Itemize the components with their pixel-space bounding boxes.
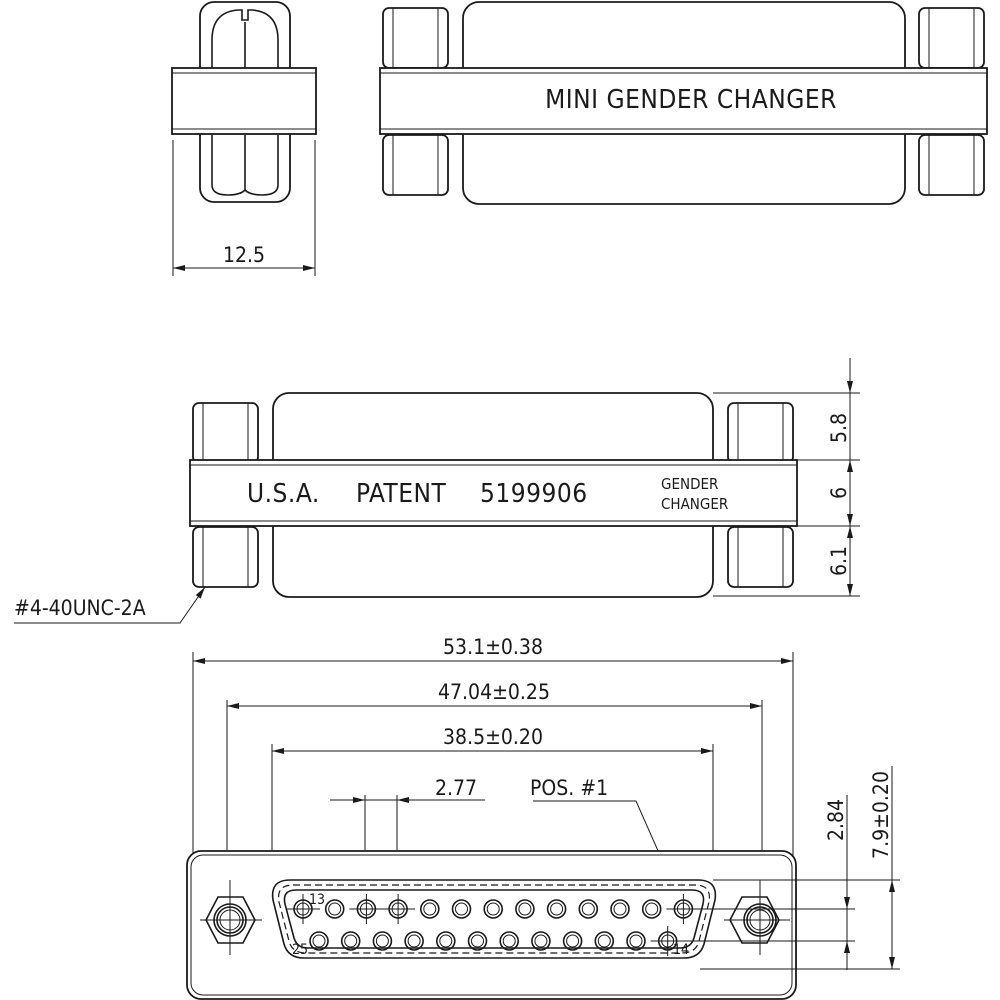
side-band (171, 67, 317, 135)
face-view: 53.1±0.38 47.04±0.25 38.5±0.20 2.77 POS.… (186, 635, 900, 1000)
dim-row-spacing: 2.84 (824, 799, 848, 841)
thread-callout: #4-40UNC-2A (14, 596, 146, 620)
pin-contact (435, 931, 456, 951)
label-usa: U.S.A. (247, 479, 320, 509)
pin-contact (451, 899, 472, 919)
pin-contact (324, 899, 345, 919)
pin-contact (562, 931, 583, 951)
side-width-dimension: 12.5 (223, 243, 265, 267)
dim-height-top: 5.8 (827, 413, 851, 443)
pin-contact (286, 894, 320, 924)
pin-array (286, 894, 701, 956)
pin-contact (349, 894, 384, 924)
pin-contact (594, 931, 615, 951)
label-patent-number: 5199906 (480, 479, 588, 509)
pin-contact (372, 931, 393, 951)
d-sub-shell (271, 879, 717, 959)
pin-contact (381, 894, 416, 924)
dim-shell-height: 7.9±0.20 (869, 771, 893, 859)
screw-head-slot-icon (211, 9, 279, 68)
callout-pos1: POS. #1 (530, 776, 608, 800)
label-gender: GENDER (661, 475, 718, 493)
pin-contact (515, 899, 535, 919)
pin-contact (404, 931, 424, 951)
pin-contact (546, 899, 567, 919)
pin-contact (340, 931, 361, 951)
pin-contact (419, 899, 440, 919)
top-band (379, 67, 988, 135)
product-label: MINI GENDER CHANGER (545, 85, 837, 115)
hex-nut-left-icon (200, 880, 262, 955)
dim-height-bottom: 6.1 (827, 546, 851, 576)
pin-label-25: 25 (292, 942, 308, 958)
pin-contact (641, 899, 662, 919)
pin-label-14: 14 (673, 942, 689, 958)
pin-contact (483, 899, 504, 919)
pin-label-13: 13 (309, 892, 325, 908)
pin-contact (531, 931, 551, 951)
pin-contact (309, 931, 329, 951)
front-view: U.S.A. PATENT 5199906 GENDER CHANGER 5.8… (14, 358, 860, 624)
face-flange (186, 850, 797, 1000)
pin-contact (467, 931, 488, 951)
label-patent: PATENT (356, 479, 446, 509)
side-view: 12.5 (171, 1, 317, 276)
pin-contact (610, 899, 630, 919)
top-view: MINI GENDER CHANGER (379, 1, 988, 205)
pin-contact (578, 899, 599, 919)
label-changer: CHANGER (661, 495, 728, 513)
pin-contact (650, 926, 685, 956)
dim-overall-width: 53.1±0.38 (443, 635, 543, 659)
dim-pin-pitch: 2.77 (435, 776, 477, 800)
dim-height-band: 6 (827, 487, 851, 499)
dim-shell-width: 38.5±0.20 (443, 725, 543, 749)
front-band (189, 459, 798, 527)
dim-mount-hole-spacing: 47.04±0.25 (438, 680, 550, 704)
pin-contact (499, 931, 520, 951)
pin-contact (626, 931, 646, 951)
hex-nut-right-icon (724, 880, 790, 955)
